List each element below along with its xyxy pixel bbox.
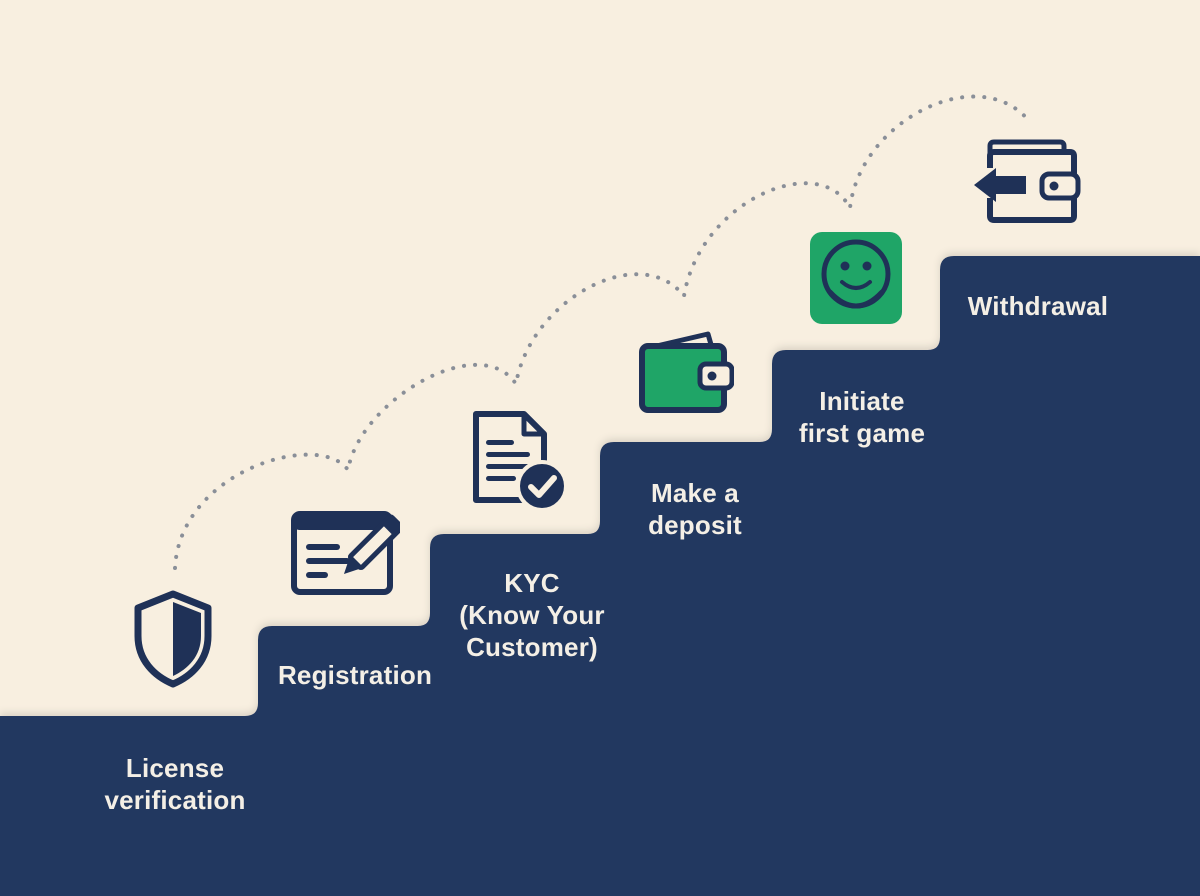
step-label-initiate-first-game: Initiate first game xyxy=(798,386,926,448)
step-label-make-deposit: Make a deposit xyxy=(648,478,742,540)
smiley-icon xyxy=(810,232,902,324)
step-label-registration: Registration xyxy=(277,660,433,690)
step-label-kyc: KYC (Know Your Customer) xyxy=(459,568,605,662)
step-label-withdrawal: Withdrawal xyxy=(967,291,1109,321)
staircase-shape xyxy=(0,256,1200,896)
shield-icon xyxy=(134,590,212,688)
wallet-icon xyxy=(639,331,734,413)
dotted-progress-path xyxy=(173,94,1032,570)
form-pencil-icon xyxy=(291,511,400,595)
wallet-arrow-icon xyxy=(974,139,1081,223)
step-label-license-verification: License verification xyxy=(104,753,246,815)
document-check-icon xyxy=(473,411,568,512)
